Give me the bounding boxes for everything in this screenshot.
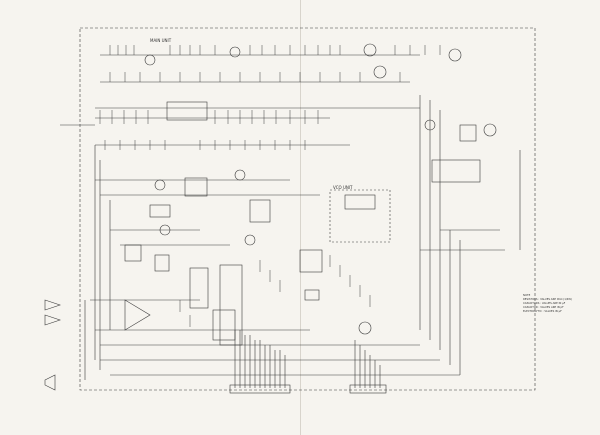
ic-if-filter — [166, 101, 208, 121]
connector-leads — [234, 330, 381, 388]
left-bus-lines — [84, 145, 111, 380]
main-unit-boundary — [79, 27, 536, 391]
ic-pll — [431, 159, 481, 183]
vco-unit-boundary — [329, 189, 391, 243]
op-amp-symbol — [124, 299, 151, 331]
note-line: CAPACITOR : VALUES ARE IN pF — [523, 305, 564, 309]
vco-unit-label: VCO UNIT — [333, 185, 353, 190]
ic-main-cpu — [219, 264, 243, 346]
note-line: CAPACITORS : VALUES ARE IN μF — [523, 301, 566, 305]
signal-rails — [60, 54, 420, 146]
component-ticks — [99, 45, 441, 327]
bus-lines — [90, 179, 460, 376]
right-bus-lines — [419, 95, 521, 375]
notes-block: NOTE RESISTORS : VALUES ARE IN Ω (1/4W) … — [523, 293, 572, 313]
connector-j1 — [229, 384, 291, 394]
ic-filter-2 — [149, 204, 171, 218]
ic-vco — [344, 194, 376, 210]
note-line: ELECTROLYTIC : VALUES IN μF — [523, 309, 562, 313]
speaker-symbol — [44, 374, 56, 391]
note-line: NOTE — [523, 293, 531, 297]
input-jacks — [44, 299, 61, 326]
ic-driver — [189, 267, 209, 309]
ic-memory — [212, 309, 236, 341]
note-line: RESISTORS : VALUES ARE IN Ω (1/4W) — [523, 297, 572, 301]
connector-j2 — [349, 384, 387, 394]
main-unit-label: MAIN UNIT — [150, 38, 172, 43]
page-fold-line — [300, 0, 301, 435]
